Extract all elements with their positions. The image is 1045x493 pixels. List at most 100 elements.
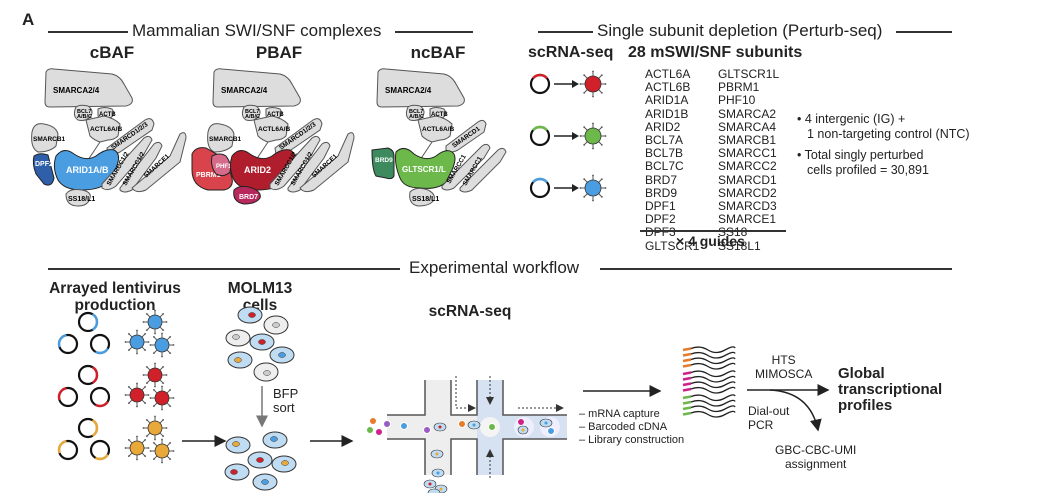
molm13-cells-sorted [224, 431, 297, 491]
svg-text:SMARCA2/4: SMARCA2/4 [221, 86, 268, 95]
complex-cbaf: SMARCA2/4 BCL7 A/B/C ACTB ACTL6A/B SMARC… [31, 68, 187, 207]
complex-title-cbaf: cBAF [89, 43, 135, 62]
capture-steps: – mRNA capture– Barcoded cDNA– Library c… [579, 408, 684, 447]
step-lentivirus-production: Arrayed lentivirus production [49, 280, 181, 314]
read-icon [682, 346, 736, 354]
subunit-item: DPF1 [645, 199, 676, 214]
read-icon [682, 405, 736, 413]
subunit-item: BRD9 [645, 185, 678, 200]
svg-text:ACTL6A/B: ACTL6A/B [90, 126, 122, 133]
plasmid-icon [89, 439, 111, 461]
bullet-icon: • [797, 148, 805, 162]
subunit-item: GLTSCR1L [718, 67, 780, 81]
read-icon [682, 357, 736, 365]
subunit-item: SMARCE1 [718, 212, 777, 227]
read-icon [682, 351, 736, 359]
subunit-label: SMARCA2/4 [53, 86, 100, 95]
complexes-section-title: Mammalian SWI/SNF complexes [132, 21, 382, 40]
virus-particle-icon [149, 385, 175, 411]
svg-text:ARID2: ARID2 [244, 165, 271, 175]
svg-text:SS18/L1: SS18/L1 [412, 196, 439, 203]
bullet-icon: • [797, 112, 805, 126]
subunit-item: GLTSCR1 [645, 238, 700, 253]
subunit-item: SMARCC1 [718, 146, 777, 161]
svg-text:BRD9: BRD9 [375, 157, 393, 164]
read-icon [682, 375, 736, 383]
plasmid-icon [57, 333, 79, 355]
subunit-item: BCL7A [645, 133, 684, 148]
subunit-item: BCL7B [645, 146, 684, 161]
bfp-sort-label: BFP sort [273, 386, 299, 415]
workflow-section-title: Experimental workflow [409, 258, 580, 277]
virus-particle-icon [124, 329, 150, 355]
step-scrna-seq: scRNA-seq [428, 303, 512, 320]
panel-letter: A [22, 10, 35, 29]
capture-step: – Library construction [579, 434, 685, 446]
subunit-item: SMARCA4 [718, 119, 777, 134]
microfluidic-chip [366, 376, 567, 493]
svg-text:A/B/C: A/B/C [77, 114, 92, 120]
plasmid-icon [89, 386, 111, 408]
plasmid-icon [77, 364, 99, 386]
plasmid-icon [529, 73, 551, 95]
subunit-item: SMARCD2 [718, 185, 777, 200]
read-icon [682, 381, 736, 389]
capture-step: – mRNA capture [579, 408, 660, 420]
svg-text:BRD7: BRD7 [239, 194, 258, 201]
divider [538, 31, 593, 33]
virus-particle-icon [142, 415, 168, 441]
virus-particle-icon [579, 174, 607, 202]
plasmid-icon [89, 333, 111, 355]
complexes-diagram: SMARCA2/4 BCL7 A/B/C ACTB ACTL6A/B SMARC… [31, 68, 507, 207]
svg-text:ACTL6A/B: ACTL6A/B [258, 126, 290, 133]
assignment-label: GBC-CBC-UMI assignment [775, 443, 857, 471]
note-cell-count: • Total singly perturbed cells profiled … [797, 148, 929, 177]
svg-text:SMARCB1: SMARCB1 [209, 136, 242, 143]
divider [48, 268, 400, 270]
hts-mimosca-label: HTS MIMOSCA [755, 353, 813, 381]
svg-text:SS18/L1: SS18/L1 [68, 196, 95, 203]
lentivirus-plasmid-groups [57, 311, 111, 461]
complex-pbaf: SMARCA2/4 BCL7 A/B/C ACTB ACTL6A/B SMARC… [191, 68, 355, 205]
subunit-item: BRD7 [645, 172, 678, 187]
sequencing-reads [682, 346, 736, 418]
virus-particle-icon [124, 382, 150, 408]
complex-ncbaf: SMARCA2/4 BCL7 A/B/C ACTB ACTL6A/B SMARC… [371, 68, 507, 207]
workflow-diagram [57, 306, 830, 493]
svg-text:ACTB: ACTB [99, 112, 116, 118]
svg-text:PBRM1: PBRM1 [196, 172, 221, 179]
virus-particle-icon [142, 309, 168, 335]
svg-text:GLTSCR1/L: GLTSCR1/L [402, 165, 446, 174]
svg-text:A/B/C: A/B/C [409, 114, 424, 120]
svg-text:ACTL6A/B: ACTL6A/B [422, 126, 454, 133]
svg-text:DPF2: DPF2 [35, 161, 53, 168]
subunit-item: SS18L1 [718, 238, 761, 253]
svg-text:BCL7: BCL7 [245, 109, 259, 115]
read-icon [682, 399, 736, 407]
virus-particle-icon [149, 438, 175, 464]
subunit-item: PBRM1 [718, 80, 760, 95]
subunit-item: SMARCD3 [718, 199, 777, 214]
guides-label: × 4 guides [676, 233, 745, 249]
svg-text:PHF10: PHF10 [216, 164, 235, 170]
perturb-section-title: Single subunit depletion (Perturb-seq) [597, 21, 883, 40]
scrna-seq-label: scRNA-seq [528, 44, 614, 61]
plasmid-icon [529, 125, 551, 147]
subunit-item: SMARCA2 [718, 106, 777, 121]
svg-text:ARID1A/B: ARID1A/B [66, 165, 109, 175]
dialout-arrow-icon [769, 389, 822, 432]
subunit-item: BCL7C [645, 159, 684, 174]
subunit-item: SS18 [718, 225, 748, 240]
svg-text:BCL7: BCL7 [77, 109, 91, 115]
capture-step: – Barcoded cDNA [579, 421, 668, 433]
subunit-item: SMARCD1 [718, 172, 777, 187]
svg-text:ACTB: ACTB [431, 112, 448, 118]
subunit-item: PHF10 [718, 93, 756, 108]
complex-title-ncbaf: ncBAF [410, 43, 466, 62]
virus-particle-groups [124, 309, 175, 464]
read-icon [682, 386, 736, 394]
subunit-item: ARID2 [645, 119, 681, 134]
read-icon [682, 410, 736, 418]
plasmid-icon [57, 439, 79, 461]
